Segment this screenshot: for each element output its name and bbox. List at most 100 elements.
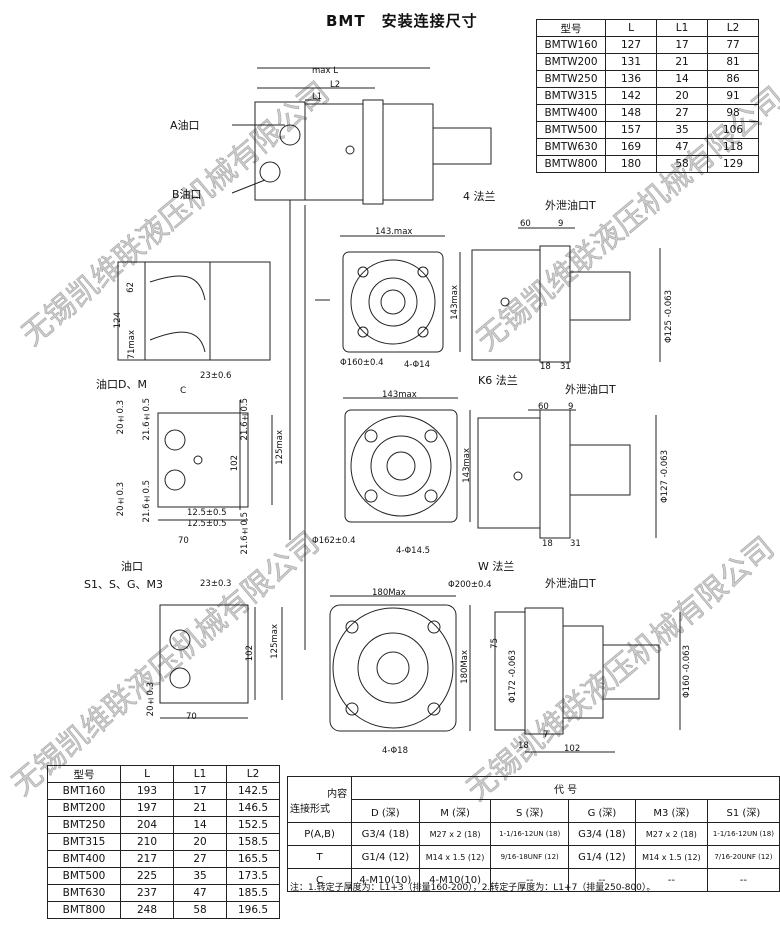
table-cell: 165.5 bbox=[226, 850, 280, 868]
drain-port-label: 外泄油口T bbox=[565, 383, 616, 396]
table-cell: 185.5 bbox=[226, 884, 280, 902]
table-cell: 248 bbox=[120, 901, 174, 919]
table-cell: 98 bbox=[707, 104, 759, 122]
table-cell: 193 bbox=[120, 782, 174, 800]
group-header-cell: 代 号 bbox=[351, 776, 780, 800]
table-row: BMT160 193 17 142.5 bbox=[47, 782, 280, 800]
dim-bolt-holes-14-5: 4-Φ14.5 bbox=[396, 546, 431, 556]
table-header-cell: L bbox=[605, 19, 657, 37]
table-cell: 217 bbox=[120, 850, 174, 868]
table-header-cell: L1 bbox=[656, 19, 708, 37]
port-b-label: B油口 bbox=[172, 188, 202, 201]
flange-w-side-view bbox=[494, 607, 681, 753]
dim-max-l: max L bbox=[312, 66, 338, 76]
table-row: BMTW160 127 17 77 bbox=[536, 36, 759, 54]
dim-l1: L1 bbox=[312, 92, 323, 102]
connection-code-table: 内容 连接形式 代 号 D (深) M (深) S (深) G (深) M3 (… bbox=[286, 776, 780, 892]
table-cell: 129 bbox=[707, 155, 759, 173]
dim-bolt-holes-18: 4-Φ18 bbox=[382, 746, 408, 756]
row-name-cell: T bbox=[286, 845, 353, 869]
table-cell: BMTW315 bbox=[536, 87, 606, 105]
table-cell: BMT400 bbox=[47, 850, 121, 868]
table-cell: 21 bbox=[173, 799, 227, 817]
table-header-cell: M3 (深) bbox=[634, 799, 708, 823]
table-cell: 9/16-18UNF (12) bbox=[490, 845, 569, 869]
dim-124: 124 bbox=[113, 312, 123, 329]
dim-143-width: 143.max bbox=[375, 227, 413, 237]
dim-143-width: 143max bbox=[382, 390, 417, 400]
dim-102: 102 bbox=[245, 645, 255, 662]
dim-18: 18 bbox=[518, 741, 529, 751]
table-cell: 169 bbox=[605, 138, 657, 156]
bmt-dimension-table: 型号 L L1 L2 BMT160 193 17 142.5 BMT200 19… bbox=[47, 765, 280, 919]
dim-9: 9 bbox=[558, 219, 564, 229]
flange-k6-front-view bbox=[343, 397, 471, 523]
table-row: BMTW630 169 47 118 bbox=[536, 138, 759, 156]
table-row: BMTW200 131 21 81 bbox=[536, 53, 759, 71]
flange-k6-side-view bbox=[477, 409, 657, 539]
dim-bolt-circle-160: Φ160±0.4 bbox=[340, 358, 384, 368]
dim-21-6: 21.6±0.5 bbox=[240, 398, 250, 441]
table-cell: G1/4 (12) bbox=[351, 845, 420, 869]
table-cell: 58 bbox=[173, 901, 227, 919]
dim-60: 60 bbox=[538, 402, 549, 412]
table-header-cell: S1 (深) bbox=[706, 799, 780, 823]
table-cell: 47 bbox=[656, 138, 708, 156]
table-cell: G3/4 (18) bbox=[351, 822, 420, 846]
table-cell: BMT630 bbox=[47, 884, 121, 902]
table-cell: BMTW500 bbox=[536, 121, 606, 139]
table-cell: 20 bbox=[173, 833, 227, 851]
table-cell: 20 bbox=[656, 87, 708, 105]
table-cell: 158.5 bbox=[226, 833, 280, 851]
table-cell: BMT315 bbox=[47, 833, 121, 851]
table-header-cell: M (深) bbox=[418, 799, 492, 823]
table-cell: M27 x 2 (18) bbox=[418, 822, 492, 846]
table-cell: 146.5 bbox=[226, 799, 280, 817]
table-cell: 17 bbox=[173, 782, 227, 800]
table-row: BMT400 217 27 165.5 bbox=[47, 850, 280, 868]
dim-102: 102 bbox=[564, 744, 581, 754]
table-cell: 47 bbox=[173, 884, 227, 902]
table-cell: -- bbox=[567, 868, 636, 892]
dim-18: 18 bbox=[542, 539, 553, 549]
table-cell: 21 bbox=[656, 53, 708, 71]
table-row: BMTW500 157 35 106 bbox=[536, 121, 759, 139]
motor-side-view bbox=[231, 67, 492, 205]
table-cell: 127 bbox=[605, 36, 657, 54]
table-row: BMT200 197 21 146.5 bbox=[47, 799, 280, 817]
table-row: BMTW400 148 27 98 bbox=[536, 104, 759, 122]
table-cell: M14 x 1.5 (12) bbox=[418, 845, 492, 869]
table-cell: 35 bbox=[173, 867, 227, 885]
flange-4-side-view bbox=[471, 227, 661, 363]
table-cell: 148 bbox=[605, 104, 657, 122]
table-header-row: 内容 连接形式 代 号 bbox=[286, 776, 780, 823]
table-row: T G1/4 (12) M14 x 1.5 (12) 9/16-18UNF (1… bbox=[286, 845, 780, 869]
dim-bolt-circle-162: Φ162±0.4 bbox=[312, 536, 356, 546]
table-header-cell: L2 bbox=[226, 765, 280, 783]
dim-12-5: 12.5±0.5 bbox=[187, 508, 227, 518]
table-cell: M14 x 1.5 (12) bbox=[634, 845, 708, 869]
table-row: P(A,B) G3/4 (18) M27 x 2 (18) 1-1/16-12U… bbox=[286, 822, 780, 846]
table-header-cell: 型号 bbox=[47, 765, 121, 783]
dim-pilot-172: Φ172 -0.063 bbox=[508, 650, 518, 704]
table-corner-cell: 内容 连接形式 bbox=[286, 776, 353, 823]
table-row: C 4-M10(10) 4-M10(10) -- -- -- -- bbox=[286, 868, 780, 892]
dim-21-6: 21.6±0.5 bbox=[142, 398, 152, 441]
dim-12-5: 12.5±0.5 bbox=[187, 519, 227, 529]
table-cell: 136 bbox=[605, 70, 657, 88]
table-cell: 35 bbox=[656, 121, 708, 139]
dim-l2: L2 bbox=[330, 80, 341, 90]
flange-4-front-view bbox=[340, 235, 461, 353]
dim-75: 75 bbox=[490, 638, 500, 649]
dim-143-height: 143max bbox=[450, 285, 460, 320]
port-view-dm bbox=[157, 400, 273, 521]
table-header-cell: 型号 bbox=[536, 19, 606, 37]
dim-bolt-circle-200: Φ200±0.4 bbox=[448, 580, 492, 590]
table-row: BMTW315 142 20 91 bbox=[536, 87, 759, 105]
table-cell: 210 bbox=[120, 833, 174, 851]
flange-w-front-view bbox=[329, 595, 471, 732]
dim-21-6: 21.6±0.5 bbox=[142, 480, 152, 523]
table-cell: 142.5 bbox=[226, 782, 280, 800]
table-header-cell: L1 bbox=[173, 765, 227, 783]
table-cell: 157 bbox=[605, 121, 657, 139]
